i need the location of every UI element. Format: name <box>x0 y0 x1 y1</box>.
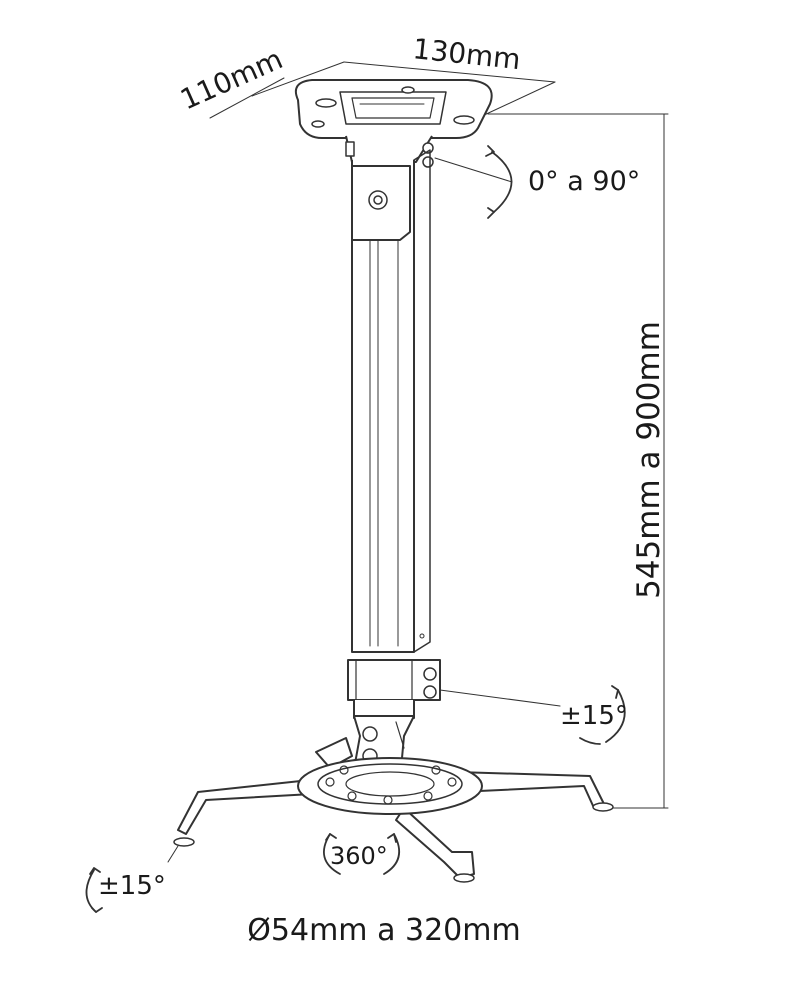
plate-depth-label: 110mm <box>175 42 287 116</box>
arm-tilt-label: ±15° <box>98 871 166 901</box>
top-tilt-label: 0° a 90° <box>528 166 640 197</box>
top-bracket <box>345 135 434 168</box>
lower-clamp <box>347 659 441 719</box>
mount-span-label: Ø54mm a 320mm <box>247 913 520 948</box>
dimension-lines <box>167 61 669 863</box>
top-tilt-arrow-icon <box>485 145 513 219</box>
outer-tube <box>351 149 431 653</box>
height-range-label: 545mm a 900mm <box>631 321 667 599</box>
ceiling-plate <box>294 79 493 139</box>
rotation-label: 360° <box>330 842 388 870</box>
head-tilt-arrow-icon <box>579 685 626 745</box>
rotation-arrow-icon <box>323 833 401 875</box>
spider-bracket <box>173 737 614 883</box>
height-clamp <box>351 165 411 241</box>
arm-tilt-arrow-icon <box>85 867 103 913</box>
head-tilt-label: ±15° <box>560 701 628 731</box>
